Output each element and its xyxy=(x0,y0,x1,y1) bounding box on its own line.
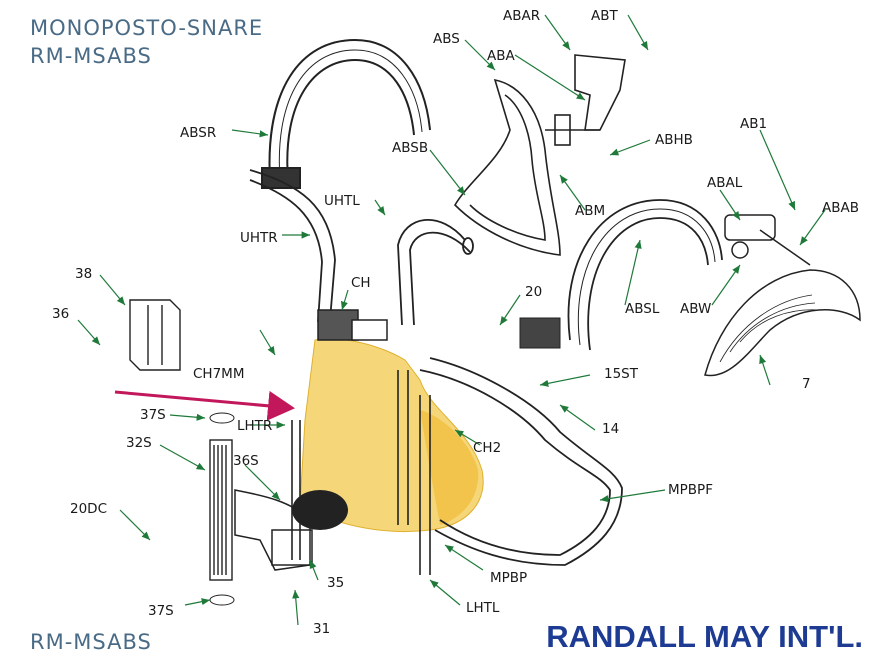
label-LHTL: LHTL xyxy=(466,600,500,616)
label-ABM: ABM xyxy=(575,203,605,219)
back-support-plate xyxy=(453,78,561,256)
main-plate-bracket-frame xyxy=(419,357,623,566)
label-LHTR: LHTR xyxy=(237,418,272,434)
post-32S xyxy=(209,439,233,581)
arm-strap-left xyxy=(567,199,723,351)
label-MPBP: MPBP xyxy=(490,570,527,586)
label-14: 14 xyxy=(602,421,619,437)
arm-strap-right xyxy=(261,38,431,189)
label-UHTR: UHTR xyxy=(240,230,278,246)
label-31: 31 xyxy=(313,621,330,637)
label-ABAB: ABAB xyxy=(822,200,859,216)
brand-logo-text: RANDALL MAY INT'L. xyxy=(546,619,863,654)
diagram-title: MONOPOSTO-SNARE xyxy=(30,16,264,40)
label-32S: 32S xyxy=(126,435,152,451)
label-AB1: AB1 xyxy=(740,116,767,132)
clamp-block-20 xyxy=(519,317,561,349)
label-ABA: ABA xyxy=(487,48,515,64)
label-ABW: ABW xyxy=(680,301,711,317)
footer-model-code: RM-MSABS xyxy=(30,630,152,654)
label-15ST: 15ST xyxy=(604,366,639,382)
label-7: 7 xyxy=(802,376,811,392)
label-37S-top: 37S xyxy=(140,407,166,423)
label-UHTL: UHTL xyxy=(324,193,360,209)
label-37S-bottom: 37S xyxy=(148,603,174,619)
arm-bracket-assembly xyxy=(724,214,811,266)
rubber-pad xyxy=(292,490,348,530)
label-ABT: ABT xyxy=(591,8,618,24)
arm-pad xyxy=(704,269,861,377)
label-CH7MM: CH7MM xyxy=(193,366,244,382)
upper-holder-tube-left xyxy=(397,218,474,326)
label-20: 20 xyxy=(525,284,542,300)
highlight-pointer-arrow xyxy=(114,390,295,421)
lower-holder-tubes xyxy=(291,370,431,575)
model-code: RM-MSABS xyxy=(30,44,152,68)
label-36S: 36S xyxy=(233,453,259,469)
leader-lines xyxy=(77,14,826,626)
label-38: 38 xyxy=(75,266,92,282)
back-bracket xyxy=(545,54,626,146)
part-labels: ABAR ABT ABS ABA ABSR ABSB ABHB AB1 ABAL… xyxy=(52,8,859,637)
insert-38 xyxy=(129,299,181,371)
label-MPBPF: MPBPF xyxy=(668,482,713,498)
label-ABSB: ABSB xyxy=(392,140,428,156)
label-ABSL: ABSL xyxy=(625,301,660,317)
highlighted-wing-plate xyxy=(420,410,479,525)
label-ABAR: ABAR xyxy=(503,8,540,24)
label-CH: CH xyxy=(351,275,371,291)
label-ABS: ABS xyxy=(433,31,460,47)
label-36: 36 xyxy=(52,306,69,322)
label-35: 35 xyxy=(327,575,344,591)
cap-37S-bottom xyxy=(209,594,235,606)
label-ABHB: ABHB xyxy=(655,132,693,148)
upper-holder-tube-right xyxy=(249,169,336,323)
label-CH2: CH2 xyxy=(473,440,501,456)
center-clamp xyxy=(317,309,388,341)
cap-37S-top xyxy=(209,412,235,424)
label-ABAL: ABAL xyxy=(707,175,743,191)
label-ABSR: ABSR xyxy=(180,125,216,141)
label-20DC: 20DC xyxy=(70,501,107,517)
